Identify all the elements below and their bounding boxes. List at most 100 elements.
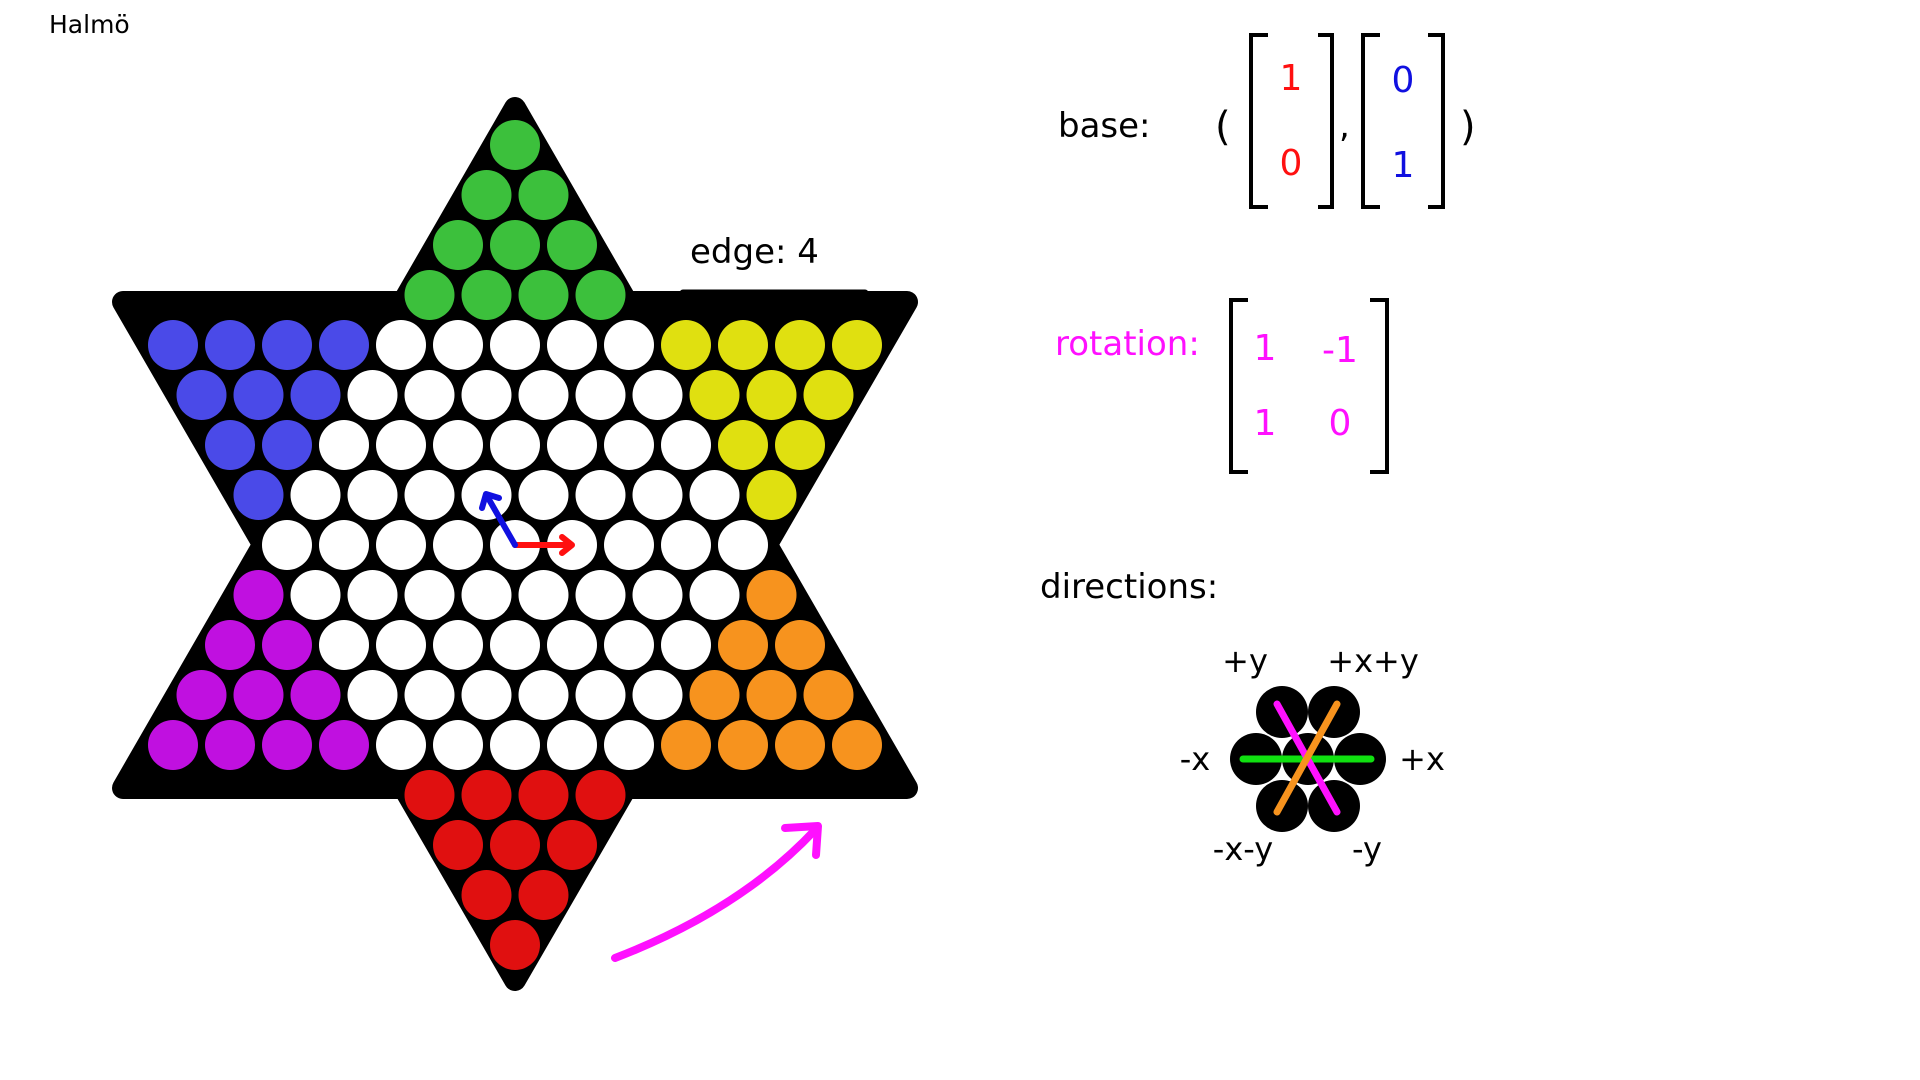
board-hole (461, 770, 512, 820)
board-hole (376, 520, 426, 570)
board-hole (575, 370, 626, 420)
board-hole (262, 620, 312, 670)
board-hole (803, 670, 854, 720)
board-hole (290, 570, 341, 620)
board-hole (319, 320, 369, 370)
direction-label-plus-x: +x (1399, 740, 1445, 778)
app-title: Halmö (49, 10, 130, 39)
board-hole (205, 620, 255, 670)
rotation-m11: 1 (1254, 328, 1277, 369)
board-hole (689, 670, 740, 720)
board-hole (433, 420, 483, 470)
base-vector2-bracket-left (1361, 33, 1380, 209)
board-hole (604, 420, 654, 470)
board-hole (518, 170, 569, 220)
board-hole (689, 570, 740, 620)
board-hole (632, 570, 683, 620)
edge-label: edge: 4 (690, 232, 819, 272)
direction-label-plus-y: +y (1222, 642, 1268, 680)
rotation-m12: -1 (1322, 330, 1358, 371)
base-vector2-x: 0 (1392, 60, 1415, 101)
axis-arrows (479, 491, 575, 556)
board-hole (205, 420, 255, 470)
y-axis-arrow-head (479, 491, 502, 511)
base-vector1-x: 1 (1280, 58, 1303, 99)
board-hole (575, 570, 626, 620)
board-hole (433, 220, 483, 270)
board-hole (604, 320, 654, 370)
board-hole (347, 570, 398, 620)
board-hole (233, 570, 284, 620)
board-hole (518, 370, 569, 420)
y-axis-arrow (484, 493, 518, 548)
rotation-m22: 0 (1329, 403, 1352, 444)
board-hole (490, 220, 540, 270)
neighbor-hole-plus-y (1256, 686, 1308, 738)
direction-label-plus-x-plus-y: +x+y (1327, 642, 1419, 680)
board-hole (547, 420, 597, 470)
neighbor-hole-plus-x-plus-y (1308, 686, 1360, 738)
board-hole (575, 770, 626, 820)
board-hole (518, 470, 569, 520)
board-hole (461, 570, 512, 620)
board-hole (547, 720, 597, 770)
x-axis-arrow-head (559, 534, 575, 556)
board-hole (746, 470, 797, 520)
board-hole (376, 720, 426, 770)
base-close-paren: ) (1460, 104, 1476, 150)
board-hole (775, 620, 825, 670)
board-hole (632, 370, 683, 420)
board-hole (746, 370, 797, 420)
board-hole (433, 720, 483, 770)
base-open-paren: ( (1215, 104, 1231, 150)
rotation-label: rotation: (1055, 324, 1200, 364)
board-hole (433, 820, 483, 870)
board-hole (148, 720, 198, 770)
base-vector1-y: 0 (1280, 143, 1303, 184)
board-hole (775, 720, 825, 770)
board-hole (575, 470, 626, 520)
board-hole (575, 670, 626, 720)
board-hole (632, 470, 683, 520)
board-hole (290, 470, 341, 520)
board-hole (433, 320, 483, 370)
board-hole (518, 570, 569, 620)
direction-label-minus-y: -y (1352, 830, 1382, 868)
board-hole (319, 720, 369, 770)
board-hole (661, 420, 711, 470)
board-hole (718, 420, 768, 470)
board-holes (148, 120, 882, 970)
board-hole (775, 320, 825, 370)
board-hole (347, 470, 398, 520)
board-hole (661, 620, 711, 670)
board-hole (404, 370, 455, 420)
neighbor-hole-minus-x (1230, 733, 1282, 785)
directions-label: directions: (1040, 567, 1218, 607)
board-hole (290, 670, 341, 720)
board-hole (490, 720, 540, 770)
rotation-bracket-left (1229, 298, 1248, 474)
board-hole (661, 520, 711, 570)
board-hole (518, 670, 569, 720)
neighbor-hole-minus-y (1308, 780, 1360, 832)
board-hole (604, 720, 654, 770)
base-vector2-y: 1 (1392, 145, 1415, 186)
board-hole (490, 920, 540, 970)
star-board: edge: 4 (112, 97, 918, 991)
board-hole (518, 870, 569, 920)
board-hole (404, 670, 455, 720)
board-hole (832, 320, 882, 370)
board-hole (404, 570, 455, 620)
board-hole (319, 520, 369, 570)
board-hole (547, 320, 597, 370)
board-hole (518, 770, 569, 820)
board-hole (319, 420, 369, 470)
board-hole (433, 520, 483, 570)
board-hole (832, 720, 882, 770)
direction-line-y (1273, 700, 1341, 816)
board-hole (604, 620, 654, 670)
board-hole (689, 470, 740, 520)
base-vector2-bracket-right (1428, 33, 1445, 209)
direction-neighbors (1230, 686, 1386, 832)
board-hole (347, 370, 398, 420)
